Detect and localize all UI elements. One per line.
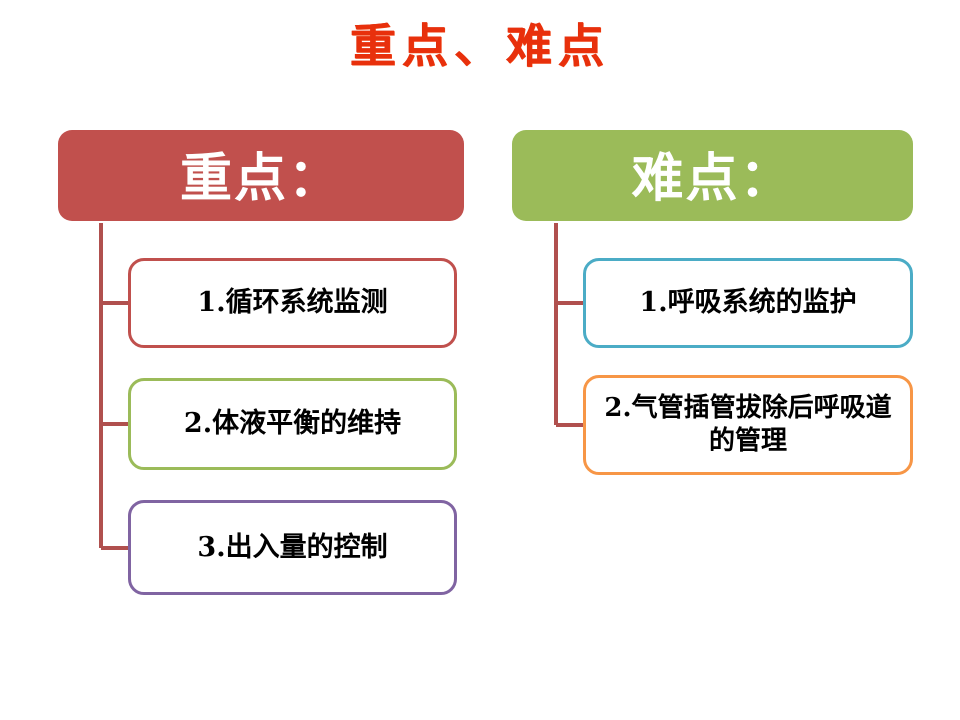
page-title: 重点、难点 — [350, 19, 610, 73]
difficult-point-item-2-label: 2.气管插管拔除后呼吸道的管理 — [604, 393, 892, 456]
key-point-item-2-label: 2.体液平衡的维持 — [183, 408, 402, 439]
difficult-point-item-1-label: 1.呼吸系统的监护 — [639, 287, 857, 318]
column-header-key-points-label: 重点： — [179, 148, 342, 209]
key-point-item-1[interactable]: 1.循环系统监测 — [128, 258, 457, 348]
column-header-difficult-points[interactable]: 难点： — [512, 130, 913, 221]
key-point-item-2[interactable]: 2.体液平衡的维持 — [128, 378, 457, 470]
column-header-key-points[interactable]: 重点： — [58, 130, 464, 221]
connector-group-right — [554, 223, 583, 427]
key-point-item-3[interactable]: 3.出入量的控制 — [128, 500, 457, 595]
connector-group-left — [99, 223, 128, 550]
difficult-point-item-2[interactable]: 2.气管插管拔除后呼吸道的管理 — [583, 375, 913, 475]
difficult-point-item-1[interactable]: 1.呼吸系统的监护 — [583, 258, 913, 348]
key-point-item-1-label: 1.循环系统监测 — [197, 287, 388, 318]
column-header-difficult-points-label: 难点： — [631, 148, 794, 209]
key-point-item-3-label: 3.出入量的控制 — [197, 531, 388, 563]
